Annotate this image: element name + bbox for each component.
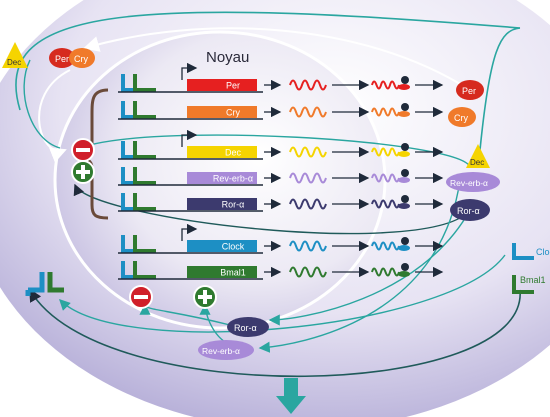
ribosome-mrna-ror bbox=[371, 199, 400, 209]
tss-arrow-per bbox=[181, 62, 198, 80]
per-protein: Per bbox=[456, 80, 484, 100]
gene-box-cry bbox=[187, 106, 257, 118]
gene-box-per bbox=[187, 79, 257, 91]
gene-box-clock bbox=[187, 240, 257, 252]
ribosome-large-cry bbox=[401, 103, 409, 111]
ribosome-small-rev bbox=[398, 177, 410, 183]
rev-to-bottom-arrow bbox=[258, 179, 461, 353]
dec-protein-label: Dec bbox=[470, 158, 484, 167]
clock-protein-label: Clock bbox=[536, 247, 550, 257]
gene-label-ror: Ror-α bbox=[222, 200, 245, 210]
clock-protein: Clock bbox=[512, 243, 550, 260]
complex-cry-label: Cry bbox=[74, 54, 88, 64]
minus-sign-left bbox=[71, 138, 95, 162]
mrna-ror bbox=[289, 198, 327, 210]
gene-box-rev bbox=[187, 172, 257, 184]
tss-arrow-clock bbox=[181, 223, 198, 241]
dec-left-label: Dec bbox=[7, 58, 21, 67]
gene-box-dec bbox=[187, 146, 257, 158]
promoter-green-cry bbox=[133, 101, 156, 119]
per-protein-label: Per bbox=[462, 86, 476, 96]
nucleus-title: Noyau bbox=[206, 49, 249, 66]
mrna-bmal bbox=[289, 266, 327, 278]
bmal-protein: Bmal1 bbox=[512, 275, 546, 294]
ror-feedback-arrow bbox=[73, 183, 471, 235]
feedback-curve-top bbox=[15, 11, 521, 111]
tss-arrow-dec bbox=[181, 129, 198, 147]
rev-erb-protein-bottom: Rev-erb-α bbox=[198, 340, 254, 360]
ribosome-large-ror bbox=[401, 195, 409, 203]
rev-protein-label: Rev-erb-α bbox=[450, 178, 488, 188]
plus-sign-left bbox=[71, 160, 95, 184]
ribosome-large-per bbox=[401, 76, 409, 84]
gene-label-bmal: Bmal1 bbox=[220, 268, 246, 278]
ribosome-large-clock bbox=[401, 237, 409, 245]
per-cry-repression-arrow bbox=[38, 69, 71, 163]
ribosome-large-bmal bbox=[401, 263, 409, 271]
ribosome-small-per bbox=[398, 84, 410, 90]
gene-label-rev: Rev-erb-α bbox=[213, 174, 253, 184]
gene-label-dec: Dec bbox=[225, 148, 242, 158]
cry-protein-label: Cry bbox=[454, 113, 468, 123]
mrna-dec bbox=[289, 146, 327, 158]
rev-bottom-label: Rev-erb-α bbox=[202, 346, 240, 356]
promoter-green-rev bbox=[133, 167, 156, 185]
clock-bmal-dimer bbox=[25, 272, 64, 296]
per-cry-complex: Per Cry bbox=[49, 48, 95, 68]
ribosome-mrna-rev bbox=[371, 173, 400, 183]
promoter-green-dec bbox=[133, 141, 156, 159]
ribosome-small-bmal bbox=[398, 271, 410, 277]
ror-to-bottom-arrow bbox=[268, 209, 471, 326]
ribosome-mrna-dec bbox=[371, 147, 400, 157]
dec-repression-arrow bbox=[23, 59, 61, 149]
per-cry-export-arrow bbox=[83, 27, 471, 91]
promoter-green-ror bbox=[133, 193, 156, 211]
ror-bottom-label: Ror-α bbox=[234, 323, 257, 333]
ribosome-small-cry bbox=[398, 111, 410, 117]
gene-label-clock: Clock bbox=[222, 242, 245, 252]
gene-box-ror bbox=[187, 198, 257, 210]
promoter-green-clock bbox=[133, 235, 156, 253]
mrna-cry bbox=[289, 106, 327, 118]
ribosome-small-clock bbox=[398, 245, 410, 251]
feedback-curve-top-right bbox=[479, 27, 521, 151]
output-arrow bbox=[276, 378, 306, 414]
mrna-clock bbox=[289, 240, 327, 252]
ror-protein: Ror-α bbox=[450, 199, 490, 221]
ribosome-small-ror bbox=[398, 203, 410, 209]
ribosome-mrna-cry bbox=[371, 107, 400, 117]
ribosome-mrna-bmal bbox=[371, 267, 400, 277]
promoter-green-bmal bbox=[133, 261, 156, 279]
plus-sign-bottom bbox=[193, 285, 217, 309]
ribosome-large-dec bbox=[401, 143, 409, 151]
cry-protein: Cry bbox=[448, 107, 476, 127]
dec-protein: Dec bbox=[466, 144, 490, 168]
bmal-return-arrow bbox=[29, 288, 521, 378]
ribosome-mrna-per bbox=[371, 80, 400, 90]
rev-feedback-arrow bbox=[74, 134, 471, 169]
promoter-green-per bbox=[133, 74, 156, 92]
ror-protein-bottom: Ror-α bbox=[227, 317, 269, 337]
ror-protein-label: Ror-α bbox=[457, 206, 480, 216]
ribosome-mrna-clock bbox=[371, 241, 400, 251]
dec-protein-left: Dec bbox=[2, 42, 28, 68]
mrna-rev bbox=[289, 172, 327, 184]
gene-label-per: Per bbox=[226, 81, 240, 91]
complex-per-label: Per bbox=[55, 54, 69, 64]
rev-erb-protein: Rev-erb-α bbox=[446, 172, 500, 192]
minus-sign-bottom bbox=[129, 285, 153, 309]
clock-return-arrow bbox=[59, 254, 506, 333]
ribosome-large-rev bbox=[401, 169, 409, 177]
gene-box-bmal bbox=[187, 266, 257, 278]
ribosome-small-dec bbox=[398, 151, 410, 157]
mrna-per bbox=[289, 79, 327, 91]
bmal-protein-label: Bmal1 bbox=[520, 275, 546, 285]
gene-label-cry: Cry bbox=[226, 108, 240, 118]
